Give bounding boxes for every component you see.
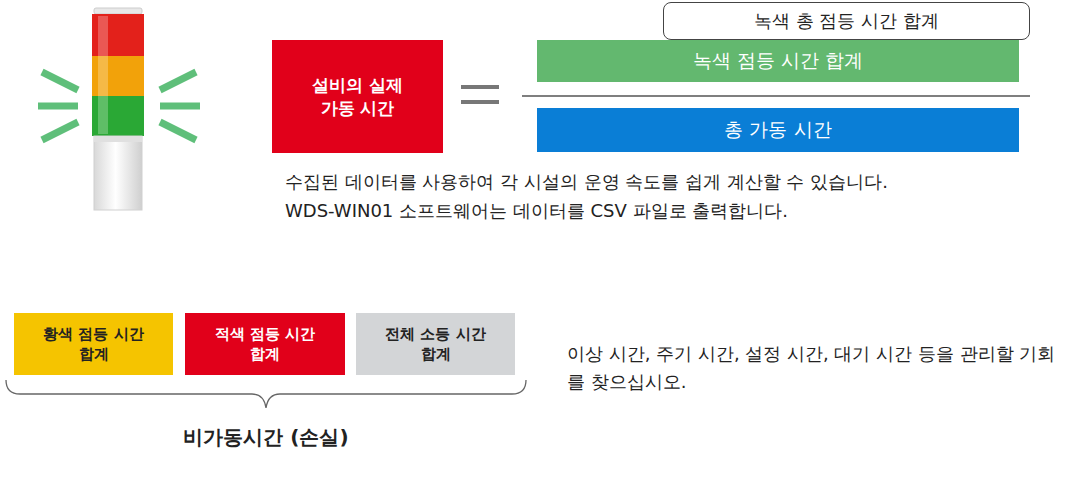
loss-box: 적색 점등 시간 합계: [185, 313, 345, 375]
light-rays: [38, 72, 200, 140]
equals-sign: [461, 85, 499, 104]
box-text: 총 가동 시간: [724, 117, 831, 143]
description-text: WDS-WIN01 소프트웨어는 데이터를 CSV 파일로 출력합니다.: [285, 199, 1065, 223]
box-text: 녹색 총 점등 시간 합계: [754, 9, 939, 33]
numerator-bar: 녹색 점등 시간 합계: [537, 40, 1019, 82]
denominator-bar: 총 가동 시간: [537, 108, 1019, 152]
brace: [6, 380, 526, 408]
note-text: 이상 시간, 주기 시간, 설정 시간, 대기 시간 등을 관리할 기회를 찾으…: [567, 340, 1057, 396]
loss-box: 전체 소등 시간 합계: [356, 313, 515, 375]
box-text: 황색 점등 시간 합계: [39, 324, 149, 365]
box-text: 설비의 실제 가동 시간: [303, 74, 413, 120]
loss-box: 황색 점등 시간 합계: [14, 313, 173, 375]
signal-tower: [92, 8, 144, 210]
fraction-line: [522, 95, 1030, 97]
group-label: 비가동시간 (손실): [130, 424, 402, 451]
box-text: 전체 소등 시간 합계: [381, 324, 491, 365]
box-text: 녹색 점등 시간 합계: [693, 48, 863, 74]
box-text: 적색 점등 시간 합계: [210, 324, 320, 365]
total-label-box: 녹색 총 점등 시간 합계: [663, 2, 1030, 40]
description-text: 수집된 데이터를 사용하여 각 시설의 운영 속도를 쉽게 계산할 수 있습니다…: [285, 170, 1065, 194]
result-box: 설비의 실제 가동 시간: [272, 40, 443, 153]
